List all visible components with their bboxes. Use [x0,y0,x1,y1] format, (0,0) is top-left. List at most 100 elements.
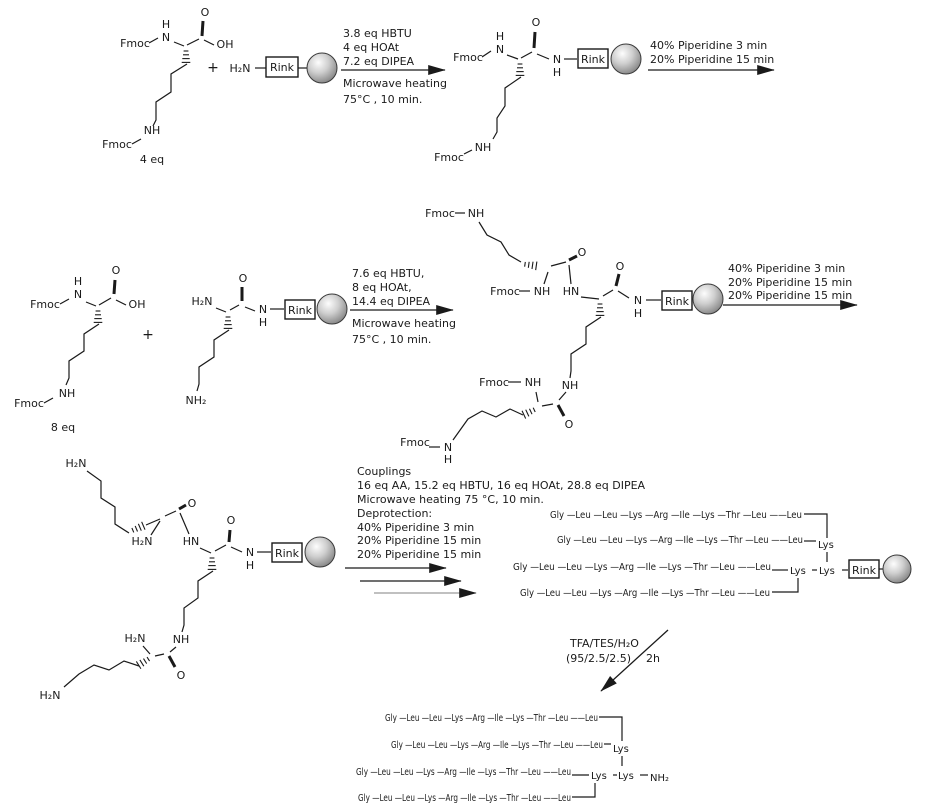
amide-hn-label: HN [563,285,580,298]
condition-line: Microwave heating 75 °C, 10 min. [357,493,544,506]
condition-line: 40% Piperidine 3 min [357,521,474,534]
structure-fmoc-lys-fmoc-oh-8eq: H N Fmoc O OH NH Fmoc 8 eq [14,264,145,434]
branch-lys-label: Lys [591,771,607,782]
amine-label: H₂N [192,295,213,308]
peptide-chain-row: Gly —Leu —Leu —Lys —Arg —Ile —Lys —Thr —… [385,713,598,724]
condition-line: 7.2 eq DIPEA [343,55,415,68]
alpha-nh-label: NH [525,376,542,389]
fmoc-label: Fmoc [14,397,44,410]
carbonyl-o-label: O [201,6,210,19]
condition-line: 20% Piperidine 15 min [357,548,481,561]
peptide-chain-row: Gly —Leu —Leu —Lys —Arg —Ile —Lys —Thr —… [358,793,571,804]
branch-lys-label: Lys [790,566,806,577]
peptide-chain-row: Gly —Leu —Leu —Lys —Arg —Ile —Lys —Thr —… [391,740,603,751]
resin-bead [610,43,642,75]
amide-h-label: H [74,275,82,288]
rink-label: Rink [581,53,606,66]
condition-line: 20% Piperidine 15 min [728,289,852,302]
side-n-label: N [444,441,452,454]
rink-label: Rink [852,564,877,577]
terminal-amide-label: NH₂ [650,773,669,784]
peptide-chain-row: Gly —Leu —Leu —Lys —Arg —Ile —Lys —Thr —… [550,510,802,521]
rink-linker-box [271,542,303,563]
condition-line: 14.4 eq DIPEA [352,295,431,308]
cleavage-step: TFA/TES/H₂O (95/2.5/2.5) 2h [566,629,669,692]
equivalents-label: 8 eq [51,421,75,434]
fmoc-label: Fmoc [400,436,430,449]
condition-line: 20% Piperidine 15 min [357,534,481,547]
side-amine-label: H₂N [40,689,61,702]
peptide-chain-row: Gly —Leu —Leu —Lys —Arg —Ile —Lys —Thr —… [356,767,571,778]
step1-coupling-conditions: 3.8 eq HBTU 4 eq HOAt 7.2 eq DIPEA Micro… [341,27,447,106]
side-amine-label: H₂N [66,457,87,470]
structure-lys-rink-resin: H₂N O N H Rink NH₂ [186,272,348,407]
carbonyl-o-label: O [532,16,541,29]
free-tetrameric-peptide: Gly —Leu —Leu —Lys —Arg —Ile —Lys —Thr —… [356,713,669,804]
carbonyl-o-label: O [239,272,248,285]
step1-deprotection: 40% Piperidine 3 min 20% Piperidine 15 m… [648,39,775,75]
amide-n-label: N [553,53,561,66]
resin-bead [304,536,336,568]
amide-n-label: N [496,43,504,56]
fmoc-label: Fmoc [434,151,464,164]
rink-label: Rink [275,547,300,560]
branch-lys-label: Lys [818,540,834,551]
amide-h-label: H [496,30,504,43]
amide-h-label: H [246,559,254,572]
rink-label: Rink [288,304,313,317]
rink-linker-box [265,56,299,78]
carbonyl-o-label: O [112,264,121,277]
resin-bead [306,52,338,84]
structure-tetraamine-dilysine-rink-resin: H₂N O H₂N HN O N H Rink NH H₂N O H₂N [40,457,336,702]
condition-line: Microwave heating [352,317,456,330]
fmoc-label: Fmoc [479,376,509,389]
fmoc-label: Fmoc [102,138,132,151]
step2-deprotection: 40% Piperidine 3 min 20% Piperidine 15 m… [723,262,858,310]
peptide-chain-row: Gly —Leu —Leu —Lys —Arg —Ile —Lys —Thr —… [557,535,803,546]
peptide-chain-row: Gly —Leu —Leu —Lys —Arg —Ile —Lys —Thr —… [513,562,771,573]
condition-line: 20% Piperidine 15 min [728,276,852,289]
carbonyl-o-label: O [177,669,186,682]
amide-h-label: H [259,316,267,329]
cleavage-time: 2h [646,652,660,665]
condition-line: 3.8 eq HBTU [343,27,412,40]
structure-bis-fmoc-dilysine-rink-resin: Fmoc NH O Fmoc NH HN O N H Rink NH O Fmo… [400,207,724,466]
condition-line: 4 eq HOAt [343,41,400,54]
condition-line: 16 eq AA, 15.2 eq HBTU, 16 eq HOAt, 28.8… [357,479,646,492]
equivalents-label: 4 eq [140,153,164,166]
amide-n-label: N [162,31,170,44]
condition-line: 40% Piperidine 3 min [650,39,767,52]
amide-n-label: N [74,288,82,301]
cleavage-ratio: (95/2.5/2.5) [566,652,631,665]
condition-line: 40% Piperidine 3 min [728,262,845,275]
condition-line: 75°C , 10 min. [343,93,422,106]
amide-n-label: N [246,546,254,559]
rink-label: Rink [665,295,690,308]
condition-line: Microwave heating [343,77,447,90]
amide-hn-label: HN [183,535,200,548]
carbonyl-o-label: O [188,497,197,510]
hydroxyl-label: OH [217,38,234,51]
tetrameric-peptide-rink-resin: Gly —Leu —Leu —Lys —Arg —Ile —Lys —Thr —… [513,510,912,599]
fmoc-label: Fmoc [30,298,60,311]
amide-n-label: N [259,303,267,316]
carbonyl-o-label: O [616,260,625,273]
side-nh-label: NH [562,379,579,392]
condition-line: 8 eq HOAt, [352,281,412,294]
amine-rink-resin: H₂N Rink [230,52,338,84]
step3-conditions: Couplings 16 eq AA, 15.2 eq HBTU, 16 eq … [345,465,646,598]
fmoc-label: Fmoc [490,285,520,298]
alpha-amine-label: H₂N [125,632,146,645]
condition-line: 20% Piperidine 15 min [650,53,774,66]
hydroxyl-label: OH [129,298,146,311]
fmoc-label: Fmoc [453,51,483,64]
amide-h-label: H [162,18,170,31]
structure-fmoc-lys-fmoc-rink-resin: Fmoc H N O N H Rink NH Fmoc [434,16,642,164]
side-amine-label: NH₂ [186,394,207,407]
amine-label: H₂N [230,62,251,75]
carbonyl-o-label: O [227,514,236,527]
rink-linker-box [661,290,693,311]
branch-lys-label: Lys [819,566,835,577]
alpha-amine-label: H₂N [132,535,153,548]
